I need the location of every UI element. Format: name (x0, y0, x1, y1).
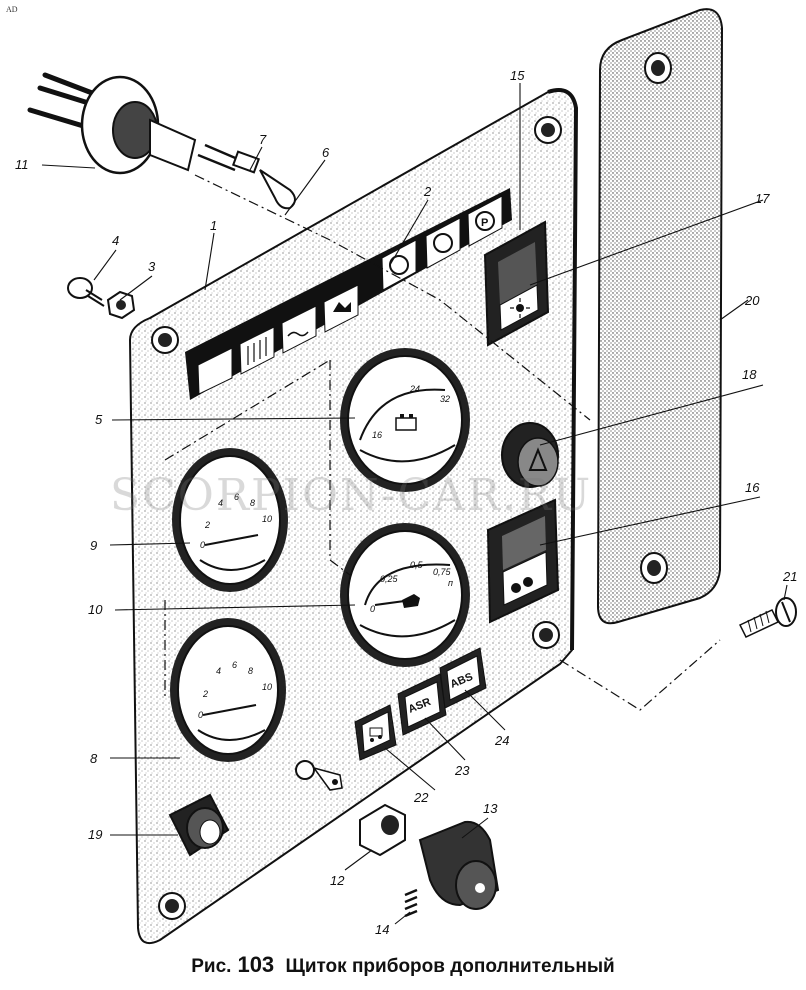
gauge-10-tick: 0,5 (410, 560, 424, 570)
oil-temperature-icon (239, 326, 275, 375)
callout-1: 1 (210, 218, 217, 233)
abs-button: ABS (439, 647, 487, 709)
corner-mark: AD (6, 5, 18, 14)
callout-12: 12 (330, 873, 345, 888)
callout-5: 5 (95, 412, 103, 427)
callout-18: 18 (742, 367, 757, 382)
nut-3 (106, 290, 136, 320)
gauge-9-tick: 0 (200, 540, 205, 550)
callout-4: 4 (112, 233, 119, 248)
assembly-lines (164, 174, 721, 711)
p-lamp-icon: P (467, 195, 503, 247)
gauge-5-tick: 32 (440, 394, 450, 404)
callout-21: 21 (782, 569, 797, 584)
gauge-8-tick: 4 (216, 666, 221, 676)
callout-16: 16 (745, 480, 760, 495)
gauge-9-tick: 6 (234, 492, 239, 502)
hazard-triangle-icon (528, 447, 548, 471)
knob-13 (418, 820, 500, 910)
figure-caption: Рис.103 Щиток приборов дополнительный (0, 952, 806, 978)
sun-icon (510, 298, 530, 318)
fuel-icon (511, 577, 533, 593)
screw-21 (738, 597, 797, 638)
callout-15: 15 (510, 68, 525, 83)
callout-9: 9 (90, 538, 97, 553)
callout-13: 13 (483, 801, 498, 816)
leader-lines (41, 83, 788, 925)
lamp-socket-11 (27, 72, 197, 175)
callout-20: 20 (744, 293, 760, 308)
callout-10: 10 (88, 602, 103, 617)
callout-6: 6 (322, 145, 330, 160)
gauge-8-tick: 6 (232, 660, 237, 670)
screw-4 (67, 277, 105, 307)
mounting-hole (151, 326, 179, 354)
callout-11: 11 (15, 157, 29, 172)
caption-number: 103 (237, 952, 275, 977)
asr-button: ASR (397, 673, 447, 736)
gauge-8-tick: 0 (198, 710, 203, 720)
key-icon (295, 760, 343, 791)
gauge-10-unit: п (448, 578, 453, 588)
callout-3: 3 (148, 259, 156, 274)
mounting-hole (640, 552, 668, 584)
mounting-hole (644, 52, 672, 84)
wiper-switch (486, 498, 560, 624)
gauge-10-tick: 0,75 (433, 567, 452, 577)
callout-22: 22 (413, 790, 429, 805)
callout-19: 19 (88, 827, 102, 842)
mounting-hole (532, 621, 560, 649)
svg-text:P: P (481, 217, 488, 229)
gauge-9-tick: 10 (262, 514, 272, 524)
pressure-gauge-9: 0 2 4 6 8 10 (172, 448, 288, 592)
mounting-hole (158, 892, 186, 920)
caption-prefix: Рис. (191, 956, 232, 977)
warning-lamp-square-icon (197, 347, 233, 395)
hazard-switch (501, 422, 559, 488)
caption-title: Щиток приборов дополнительный (285, 956, 615, 977)
gauge-10-tick: 0,25 (380, 574, 399, 584)
rocker-switch (483, 220, 550, 347)
voltmeter-gauge: 16 24 32 (340, 348, 470, 492)
engine-lamp-icon (323, 284, 359, 333)
gauge-8-tick: 2 (202, 689, 208, 699)
callout-2: 2 (423, 184, 432, 199)
gauge-5-tick: 16 (372, 430, 382, 440)
trailer-icon (369, 727, 383, 742)
wave-lamp-icon (281, 305, 317, 354)
watermark: SCORPION-CAR.RU (110, 470, 592, 521)
callout-17: 17 (755, 191, 770, 206)
battery-icon (395, 414, 417, 431)
gauge-9-tick: 4 (218, 498, 223, 508)
nut-12 (359, 803, 406, 857)
callout-14: 14 (375, 922, 389, 937)
gauge-5-tick: 24 (409, 384, 420, 394)
callout-23: 23 (454, 763, 470, 778)
callout-labels: 1 2 3 4 5 6 7 8 9 10 11 12 13 14 15 16 1… (15, 68, 797, 937)
fuel-gauge: 0 0,25 0,5 0,75 п (340, 523, 470, 667)
gauge-9-tick: 8 (250, 498, 255, 508)
callout-7: 7 (259, 132, 267, 147)
gauge-10-tick: 0 (370, 604, 375, 614)
gauge-8-tick: 10 (262, 682, 272, 692)
warning-lamp-strip: P (185, 188, 512, 400)
parking-lamp-icon (425, 217, 461, 269)
callout-24: 24 (494, 733, 509, 748)
mounting-hole (534, 116, 562, 144)
spring-14 (404, 888, 418, 918)
gauge-9-tick: 2 (204, 520, 210, 530)
push-button-19 (168, 793, 230, 857)
gauge-8-tick: 8 (248, 666, 253, 676)
bulb-6 (197, 143, 296, 210)
trailer-button (354, 704, 397, 761)
callout-8: 8 (90, 751, 98, 766)
cover-plate (596, 8, 724, 625)
pressure-gauge-8: 0 2 4 6 8 10 (170, 618, 286, 762)
